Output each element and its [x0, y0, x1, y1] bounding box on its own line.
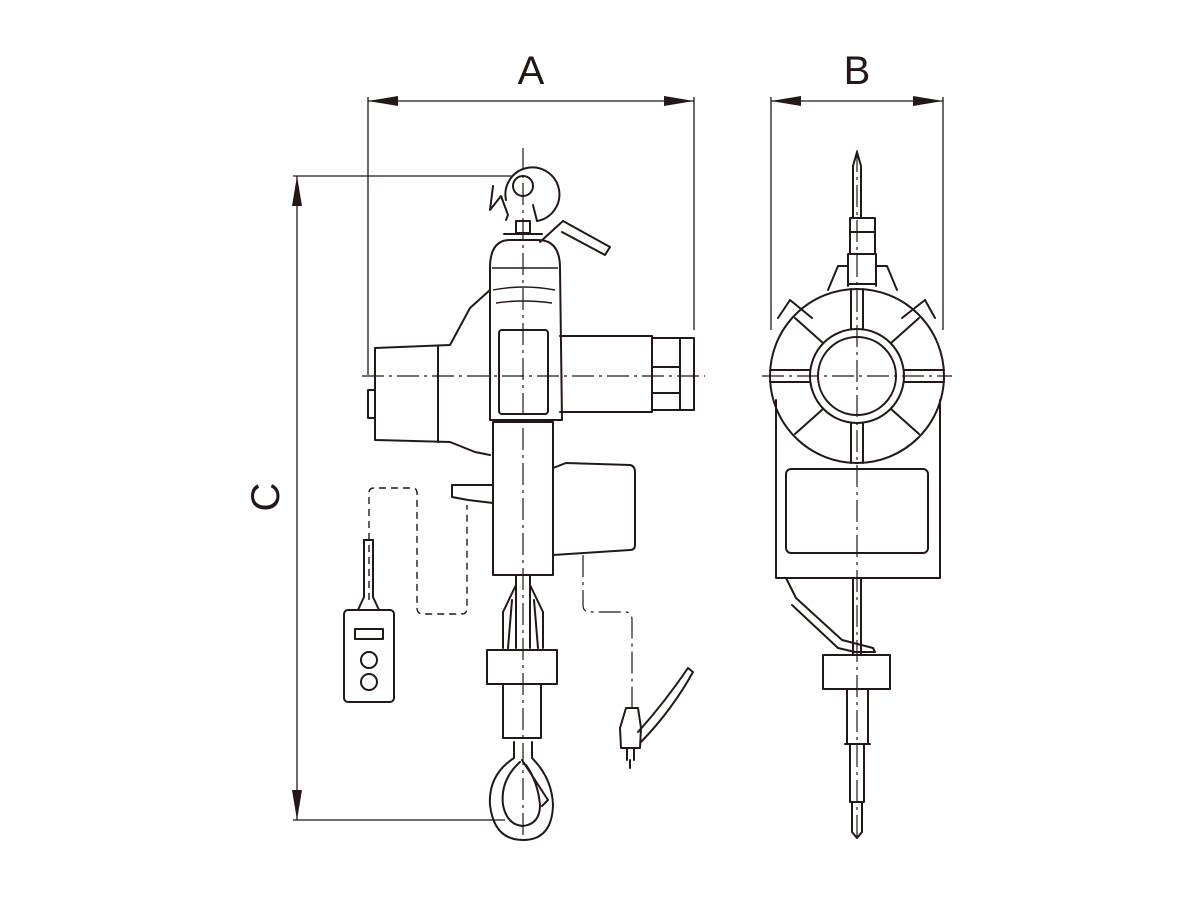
bottom-hook: [488, 741, 554, 841]
dimension-b: B: [770, 49, 944, 330]
front-drum: [769, 288, 945, 464]
front-cap: [827, 265, 898, 291]
dimension-a-label: A: [518, 49, 545, 93]
lower-block: [486, 649, 558, 739]
pendant-switch: [343, 539, 395, 703]
front-right-lug: [901, 299, 936, 319]
front-left-lug: [777, 299, 813, 319]
power-cable: [582, 555, 633, 708]
control-box: [552, 462, 636, 556]
upper-body: [489, 239, 563, 421]
rope-guide: [502, 574, 544, 649]
front-rope: [785, 577, 876, 656]
pendant-cable: [368, 487, 468, 615]
carry-handle: [539, 220, 611, 256]
front-lower-block: [822, 654, 891, 839]
pendant-down-button: [360, 673, 378, 691]
pendant-up-button: [360, 651, 378, 669]
hoist-side-view: [343, 148, 705, 841]
top-hook: [489, 166, 561, 235]
pendant-indicator: [354, 628, 384, 640]
reducer-right: [559, 335, 695, 413]
power-plug: [619, 667, 694, 769]
dimension-c-label: C: [244, 483, 288, 512]
motor-left: [367, 289, 491, 456]
front-top-hook: [847, 151, 877, 285]
front-label-plate: [785, 468, 929, 554]
hoist-front-view: [762, 150, 952, 840]
cord-bracket: [451, 484, 494, 504]
dimension-b-label: B: [844, 49, 871, 93]
front-body: [775, 399, 941, 579]
dimension-a: A: [367, 49, 695, 375]
dimension-c: C: [244, 175, 513, 821]
lower-body: [492, 421, 554, 576]
